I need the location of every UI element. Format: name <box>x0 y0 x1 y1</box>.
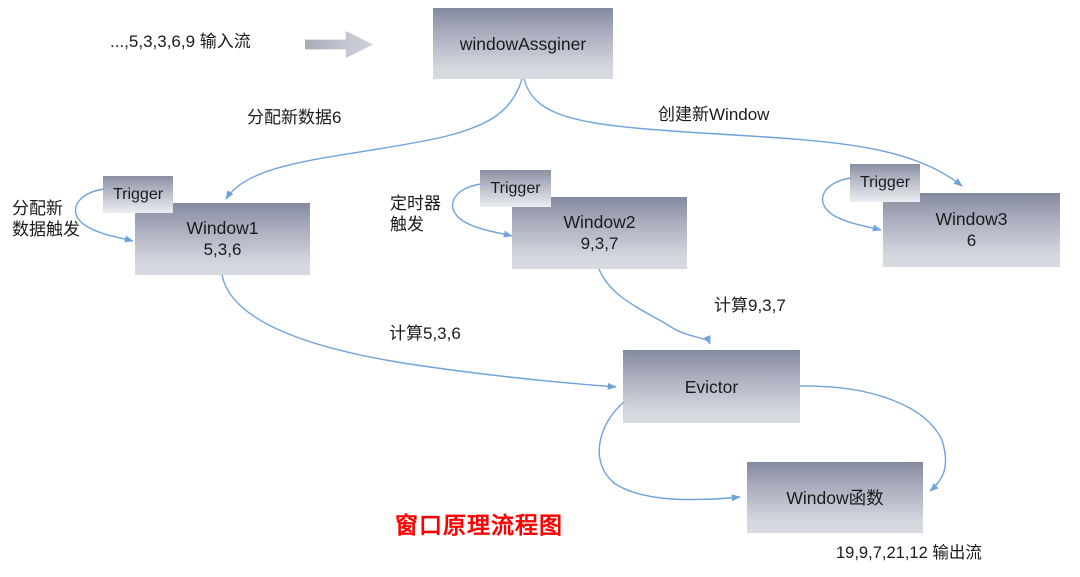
node-trigger2: Trigger <box>480 170 551 207</box>
node-trigger1: Trigger <box>103 176 173 213</box>
connector-window2-to-evictor <box>598 268 711 345</box>
node-window3-values: 6 <box>966 231 977 250</box>
node-window-assigner-label: windowAssginer <box>459 33 587 54</box>
node-window3-name: Window3 <box>935 209 1008 229</box>
node-window2-values: 9,3,7 <box>580 234 619 253</box>
output-stream-label: 19,9,7,21,12 输出流 <box>836 544 982 562</box>
node-window1: Window1 5,3,6 <box>135 203 310 275</box>
node-evictor-label: Evictor <box>684 376 739 397</box>
edge-label-compute-window2: 计算9,3,7 <box>714 296 786 315</box>
node-trigger3: Trigger <box>850 164 920 202</box>
node-window-assigner: windowAssginer <box>433 8 613 79</box>
node-window3: Window3 6 <box>883 193 1060 267</box>
input-stream-label: ...,5,3,3,6,9 输入流 <box>110 32 251 51</box>
node-window2-name: Window2 <box>563 212 636 232</box>
edge-label-timer-trigger: 定时器 触发 <box>390 194 441 234</box>
node-window2: Window2 9,3,7 <box>512 197 687 269</box>
node-trigger3-label: Trigger <box>859 174 911 191</box>
node-window1-name: Window1 <box>186 218 259 238</box>
node-window-function-label: Window函数 <box>786 487 884 508</box>
right-block-arrow-icon <box>305 31 373 58</box>
edge-label-compute-window1: 计算5,3,6 <box>389 324 461 343</box>
edge-label-assign-new-data: 分配新数据6 <box>247 108 342 127</box>
node-trigger2-label: Trigger <box>490 179 541 197</box>
diagram-title: 窗口原理流程图 <box>395 512 563 538</box>
node-window-function: Window函数 <box>747 462 923 533</box>
edge-label-create-new-window: 创建新Window <box>658 105 770 124</box>
node-trigger1-label: Trigger <box>112 185 164 203</box>
node-window1-values: 5,3,6 <box>203 240 242 259</box>
connector-assigner-to-window1 <box>225 78 523 200</box>
node-evictor: Evictor <box>623 350 800 423</box>
edge-label-assign-trigger: 分配新 数据触发 <box>12 199 80 239</box>
